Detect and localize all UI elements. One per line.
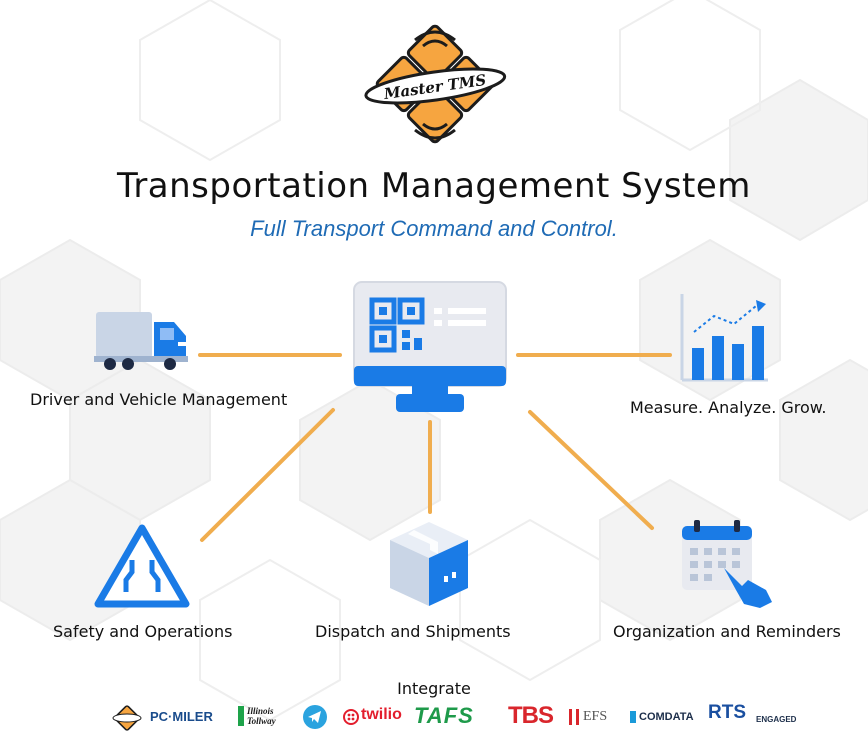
partner-illinois-tollway: Illinois Tollway [238, 706, 297, 726]
partner-efs: EFS [569, 709, 607, 725]
calendar-icon [682, 520, 772, 608]
node-label-driver: Driver and Vehicle Management [30, 390, 288, 409]
partner-tafs: TAFS [414, 703, 474, 728]
partner-comdata: COMDATA [630, 711, 694, 723]
node-label-safety: Safety and Operations [53, 622, 233, 641]
connector-safety [200, 408, 335, 542]
road-warning-icon [94, 524, 190, 608]
truck-icon [94, 312, 188, 370]
partner-tbs: TBS [508, 702, 554, 729]
twilio-icon [343, 709, 359, 725]
partner-pcmiler: PC·MILER [150, 709, 213, 724]
node-label-organization: Organization and Reminders [613, 622, 841, 641]
monitor-qr-icon [353, 281, 507, 412]
page-title: Transportation Management System [117, 166, 751, 206]
box-icon [390, 522, 468, 606]
bar-chart-icon [680, 294, 768, 382]
partner-engaged: ENGAGED [756, 715, 797, 724]
telegram-icon [303, 705, 327, 729]
mastertms-badge-icon [112, 705, 142, 731]
connector-organization [528, 410, 654, 530]
mastertms-logo [364, 24, 507, 144]
integrate-label: Integrate [397, 679, 471, 698]
node-label-measure: Measure. Analyze. Grow. [630, 398, 827, 417]
partner-twilio: twilio [361, 706, 402, 723]
node-label-dispatch: Dispatch and Shipments [315, 622, 511, 641]
partner-rts: RTS [708, 702, 746, 723]
page-subtitle: Full Transport Command and Control. [250, 216, 618, 241]
